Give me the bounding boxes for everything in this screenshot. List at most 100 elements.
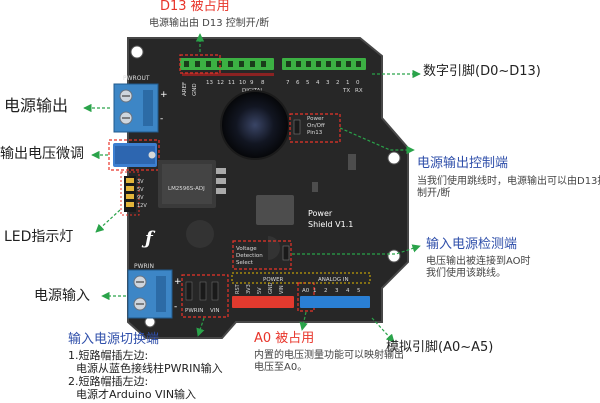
input-switch-line: 电源才Arduino VIN输入 [76,388,197,401]
a0-callout-title: A0 被占用 [254,331,315,346]
input-switch-line: 电源从蓝色接线柱PWRIN输入 [76,362,223,375]
pwrout-terminal [113,83,159,133]
header-pin [217,61,222,67]
board-outline [127,37,409,339]
analog-pins-callout: 模拟引脚(A0~A5) [386,340,494,355]
header-pin [206,61,211,67]
board-model-line: Power [308,209,333,218]
voltage-switch-label: Voltage Detection Select [236,246,264,266]
d13-callout-desc: 电源输出由 D13 控制开/断 [149,18,270,29]
led-label: 3V [137,179,144,185]
input-switch-title: 输入电源切换端 [68,332,160,347]
header-pin [316,61,321,67]
pwrin-label: PWRIN [134,263,154,270]
pwrin-terminal [127,269,173,319]
header-pin [195,61,200,67]
voltage-switch-line: Select [236,260,254,266]
header-pin [228,61,233,67]
power-switch-line: Pin13 [307,130,323,136]
mounting-hole [387,249,401,263]
input-switch-line: 2.短路帽插左边: [68,375,149,388]
analog-pin-label: 3 [335,288,339,294]
power-input-callout: 电源输入 [34,288,90,304]
gnd-label: GND [192,83,198,96]
power-switch-line: On/Off [307,123,325,129]
digital-pin-number: 10 [239,80,246,86]
jumper-vin-label: VIN [210,308,220,314]
header-pin [336,61,341,67]
power-pin-label: RST [235,283,241,294]
pwrin-plus: + [174,277,182,287]
power-pin-label: 5V [257,287,263,294]
header-pin [306,61,311,67]
digital-pin-number: 1 [346,80,350,86]
input-jumper [185,281,219,301]
d13-highlight [179,54,221,74]
analog-pin-label: 4 [346,288,350,294]
power-switch-label: Power On/Off Pin13 [307,116,327,136]
digital-pin-number: 4 [316,80,320,86]
analog-pin-label: A0 [302,288,310,294]
led-indicator-callout: LED指示灯 [4,229,74,245]
board-model: Power Shield V1.1 [308,209,353,229]
lm2596-chip [158,160,226,208]
pwrin-minus: - [174,302,177,312]
voltage-switch-line: Voltage [236,246,257,252]
analog-header [300,296,370,308]
voltage-switch-line: Detection [236,253,263,259]
led-label: 12V [137,203,147,209]
header-pin [286,61,291,67]
digital-pin-number: 0 [356,80,360,86]
diode [256,195,294,225]
header-pin [356,61,361,67]
power-control-desc: 当我们使用跳线时，电源输出可以由D13控 制开/断 [417,176,600,199]
analog-pin-label: 2 [324,288,328,294]
input-switch-line: 1.短路帽插左边: [68,349,149,362]
digital-pin-number: 12 [217,80,224,86]
header-pin [250,61,255,67]
digital-pin-number: 8 [261,80,265,86]
brand-logo: ƒ [141,228,156,249]
led-label: 5V [137,187,144,193]
capacitor [220,90,290,160]
resistor [312,182,318,192]
analog-header-label: ANALOG IN [318,277,349,283]
header-pin [296,61,301,67]
power-header-label: POWER [263,277,284,283]
tx-label: TX [342,88,350,94]
power-header [232,296,294,308]
input-detect-title: 输入电源检测端 [426,237,518,252]
header-pin [184,61,189,67]
trim-potentiometer [113,143,157,167]
yellow-header [231,272,371,284]
input-detect-desc: 电压输出被连接到AO时 我们使用该跳线。 [426,256,531,279]
resistor [348,154,356,170]
logo-mark [186,220,214,248]
analog-pin-label: 1 [313,288,317,294]
power-switch [293,119,301,135]
digital-pin-number: 5 [306,80,310,86]
digital-pin-number: 13 [206,80,213,86]
digital-pin-number: 9 [250,80,254,86]
pwrout-label: PWROUT [123,75,150,82]
analog-pin-label: 5 [357,288,361,294]
digital-pins-callout: 数字引脚(D0~D13) [423,64,541,79]
power-output-callout: 电源输出 [4,96,69,115]
pwrout-plus: + [160,90,168,100]
voltage-adjust-callout: 输出电压微调 [0,146,84,162]
digital-pin-number: 7 [286,80,290,86]
digital-pin-number: 6 [296,80,300,86]
voltage-switch [282,245,290,261]
mounting-hole [130,45,144,59]
mounting-hole [387,151,401,165]
header-pin [346,61,351,67]
aref-label: AREF [182,82,188,96]
power-control-title: 电源输出控制端 [417,156,509,171]
power-pin-label: GND [268,282,274,294]
input-jumper-highlight [181,274,229,318]
